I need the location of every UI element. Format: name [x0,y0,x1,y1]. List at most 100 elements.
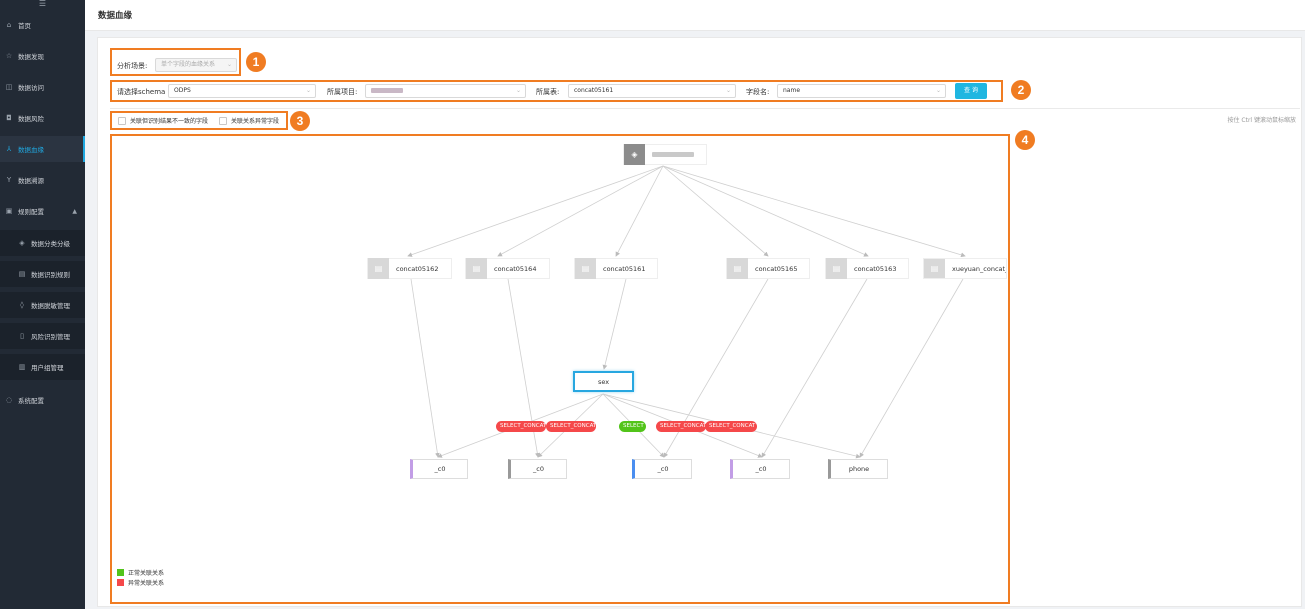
sidebar-item-data-lineage[interactable]: ⅄ 数据血缘 [0,136,85,162]
sidebar-item-user-groups[interactable]: ▥用户组管理 [0,354,85,380]
edge-tag-abnormal[interactable]: SELECT_CONCAT [705,421,757,432]
menu-icon[interactable]: ☰ [38,0,47,8]
field-label: 字段名: [746,88,770,96]
table-node[interactable]: ▤ xueyuan_concat_... [923,258,1007,279]
sidebar-item-classification[interactable]: ◈数据分类分级 [0,230,85,256]
shield-icon: ◊ [20,301,24,309]
table-value: concat05161 [574,87,614,94]
schema-value: ODPS [174,87,191,94]
column-node[interactable]: _c0 [730,459,790,479]
field-value: name [783,87,801,94]
legend-swatch-abnormal [117,579,124,586]
table-node-label: concat05163 [854,264,897,273]
sidebar-item-label: 数据分类分级 [31,240,70,248]
table-node[interactable]: ▤ concat05165 [726,258,810,279]
column-node[interactable]: _c0 [632,459,692,479]
legend-normal: 正常关联关系 [117,568,164,577]
sidebar-item-masking[interactable]: ◊数据脱敏管理 [0,292,85,318]
column-node-label: _c0 [533,465,544,473]
database-icon: ◈ [624,144,645,165]
chevron-down-icon: ⌄ [935,87,941,94]
column-node[interactable]: _c0 [508,459,567,479]
edge [410,278,440,458]
sidebar-item-risk-identify[interactable]: ▯ 风险识别管理 [0,323,85,349]
root-node[interactable]: ◈ [623,144,707,165]
list-icon: ▤ [18,270,26,278]
sidebar-item-data-risk[interactable]: ◘数据风险 [0,105,85,131]
lineage-icon: ⅄ [6,145,12,153]
risk-icon: ◘ [6,114,12,122]
chevron-down-icon: ⌄ [515,87,521,94]
edge-tag-normal[interactable]: SELECT [619,421,646,432]
column-node[interactable]: _c0 [410,459,468,479]
table-node[interactable]: ▤concat05162 [367,258,452,279]
column-node[interactable]: phone [828,459,888,479]
sidebar-item-label: 用户组管理 [31,364,64,372]
focus-field-label: sex [597,377,610,386]
table-node-label: xueyuan_concat_... [952,264,1006,273]
edge-tag-abnormal[interactable]: SELECT_CONCAT [656,421,706,432]
annotation-box-3 [110,111,288,130]
checkbox-abnormal-relations[interactable]: 关联关系异常字段 [219,116,279,125]
table-select[interactable]: concat05161 ⌄ [568,84,736,98]
edge-tag-abnormal[interactable]: SELECT_CONCAT [496,421,546,432]
column-node-label: _c0 [434,465,446,473]
project-select[interactable]: ⌄ [365,84,526,98]
checkbox-box[interactable] [118,116,126,125]
sidebar-item-data-access[interactable]: ◫ 数据访问 [0,74,85,100]
annotation-box-4 [110,134,1010,604]
sidebar-item-label: 数据发现 [18,53,44,61]
edge [662,165,966,258]
edge [615,165,664,257]
chevron-down-icon: ⌄ [305,87,311,94]
sidebar-item-home[interactable]: ⌂首页 [0,12,85,38]
table-node-label: concat05165 [755,264,798,273]
schema-select[interactable]: ODPS ⌄ [168,84,316,98]
sidebar-item-label: 数据识别规则 [31,271,70,279]
sidebar-item-identify-rules[interactable]: ▤ 数据识别规则 [0,261,85,287]
sidebar-item-system-config[interactable]: ◌系统配置 [0,387,85,413]
column-node-label: _c0 [755,465,767,473]
column-node-label: phone [848,465,870,473]
table-node[interactable]: ▤concat05164 [465,258,550,279]
sidebar-item-rule-config[interactable]: ▣规则配置▲ [0,198,85,224]
chevron-up-icon: ▲ [72,207,77,215]
annotation-box-2 [110,80,1003,102]
edge-tag-abnormal[interactable]: SELECT_CONCAT [546,421,596,432]
annotation-badge-4: 4 [1015,130,1035,150]
document-icon: ▯ [20,332,24,340]
sidebar-item-label: 数据血缘 [18,146,44,154]
chevron-down-icon: ⌄ [725,87,731,94]
field-select[interactable]: name ⌄ [777,84,946,98]
table-node[interactable]: ▤concat05161 [574,258,658,279]
monitor-icon: ◫ [5,83,13,91]
edge [602,278,627,370]
query-button[interactable]: 查 询 [955,83,987,99]
focus-field-node[interactable]: sex [573,371,634,392]
schema-label: 请选择schema [117,88,166,96]
checkbox-label: 关联关系异常字段 [231,118,280,125]
trace-icon: Y [6,176,12,184]
edge [662,165,769,257]
table-node[interactable]: ▤ concat05163 [825,258,909,279]
scene-select[interactable]: 单个字段的血缘关系 ⌄ [155,58,237,72]
star-icon: ☆ [5,52,13,60]
sidebar-item-label: 数据访问 [18,84,44,92]
checkbox-box[interactable] [219,116,227,125]
table-icon: ▤ [924,259,945,278]
scene-label: 分析场景: [117,62,148,70]
sidebar-item-label: 风险识别管理 [31,333,70,341]
sidebar-item-label: 规则配置 [18,208,44,216]
table-icon: ▤ [575,258,596,279]
legend-swatch-normal [117,569,124,576]
sidebar-item-data-discovery[interactable]: ☆ 数据发现 [0,43,85,69]
checkbox-inconsistent-fields[interactable]: 关联但识别结果不一致的字段 [118,116,208,125]
zoom-hint: 按住 Ctrl 键滚动鼠标缩放 [1227,117,1297,124]
table-icon: ▤ [727,258,748,279]
edge [407,165,664,257]
legend-label: 异常关联关系 [128,580,165,587]
redacted-project-value [371,88,403,93]
table-icon: ▤ [826,258,847,279]
